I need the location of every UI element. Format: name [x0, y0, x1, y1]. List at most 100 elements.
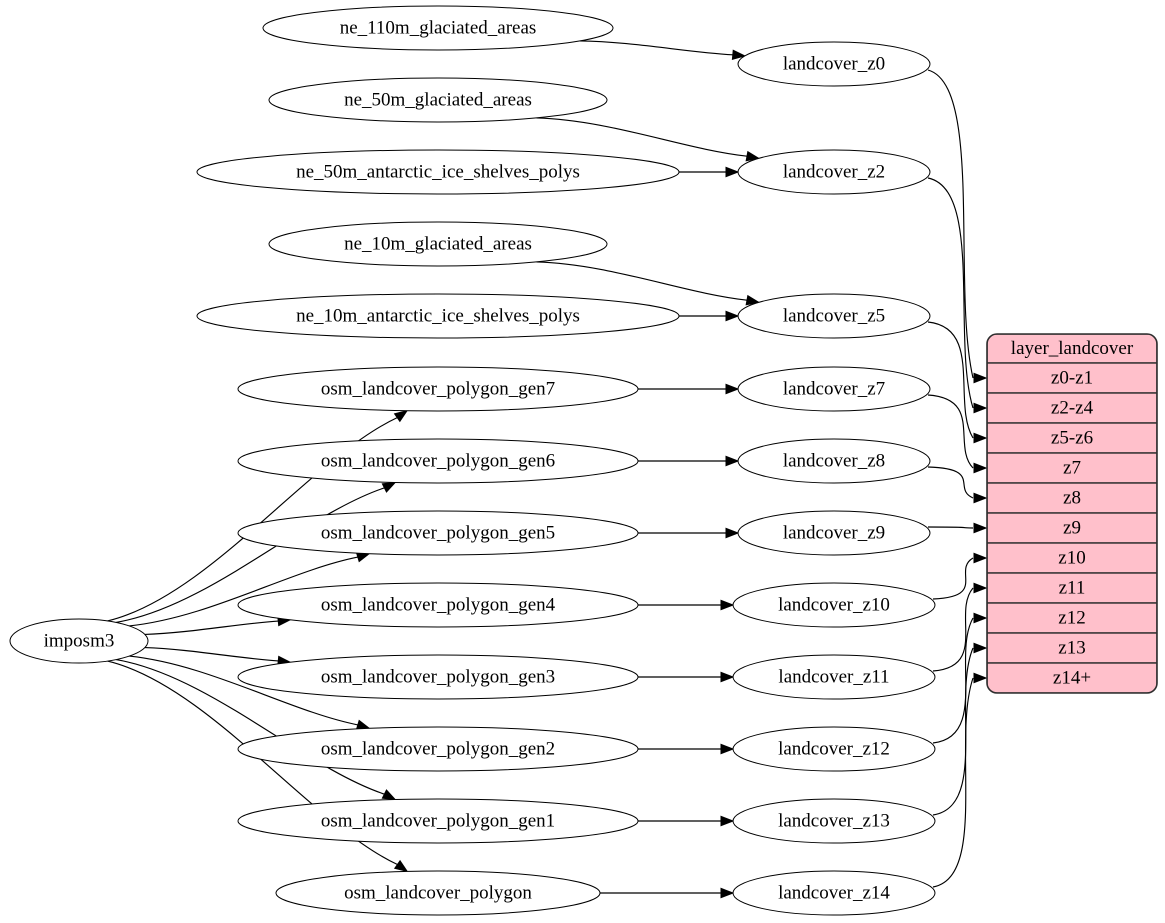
- table-row-label-z2-z4: z2-z4: [1051, 397, 1094, 418]
- edge-arrowhead: [381, 789, 397, 801]
- edge-arrowhead: [731, 49, 747, 61]
- node-label: landcover_z11: [778, 666, 889, 687]
- edge-arrowhead: [973, 432, 988, 444]
- edge-arrowhead: [720, 599, 735, 611]
- edge-arrowhead: [745, 150, 761, 162]
- edge-landcover_z7-to-table: [927, 394, 974, 469]
- edge-arrowhead: [973, 522, 988, 534]
- node-label: ne_10m_glaciated_areas: [344, 233, 532, 254]
- node-ellipse: [732, 582, 936, 628]
- node-ellipse: [737, 366, 931, 412]
- table-row-label-z7: z7: [1063, 457, 1081, 478]
- node-landcover_z8[interactable]: landcover_z8: [737, 438, 931, 484]
- edge-landcover_z13-to-table: [932, 647, 974, 816]
- node-label: osm_landcover_polygon_gen4: [321, 594, 556, 615]
- node-label: landcover_z13: [778, 810, 890, 831]
- edge-landcover_z8-to-table: [927, 466, 974, 499]
- node-osm_landcover_polygon_gen2[interactable]: osm_landcover_polygon_gen2: [237, 726, 639, 772]
- edge-landcover_z10-to-table: [932, 557, 974, 600]
- edge-landcover_z2-to-table: [927, 177, 974, 409]
- table-layer: layer_landcoverz0-z1z2-z4z5-z6z7z8z9z10z…: [986, 333, 1158, 694]
- edge-arrowhead: [745, 294, 761, 306]
- node-ellipse: [237, 510, 639, 556]
- node-ne_50m_antarctic_ice_shelves_polys[interactable]: ne_50m_antarctic_ice_shelves_polys: [196, 149, 680, 195]
- table-row-z8[interactable]: [987, 482, 1157, 514]
- edge-arrowhead: [725, 310, 740, 322]
- node-label: landcover_z10: [778, 594, 890, 615]
- node-label: osm_landcover_polygon_gen5: [321, 522, 555, 543]
- node-ellipse: [262, 5, 614, 51]
- table-row-z14+[interactable]: [987, 662, 1157, 693]
- edge-imposm3-osm_landcover_polygon_gen3: [144, 647, 279, 662]
- node-ne_110m_glaciated_areas[interactable]: ne_110m_glaciated_areas: [262, 5, 614, 51]
- node-label: osm_landcover_polygon_gen6: [321, 450, 555, 471]
- node-label: landcover_z9: [783, 522, 885, 543]
- edge-arrowhead: [393, 409, 409, 423]
- edge-arrowhead: [720, 743, 735, 755]
- table-row-z5-z6[interactable]: [987, 422, 1157, 454]
- edge-ne_110m_glaciated_areas-landcover_z0: [579, 40, 733, 56]
- table-row-label-z9: z9: [1063, 517, 1081, 538]
- node-label: landcover_z2: [783, 161, 885, 182]
- edges-layer: [107, 40, 988, 899]
- table-layer-landcover[interactable]: layer_landcoverz0-z1z2-z4z5-z6z7z8z9z10z…: [986, 333, 1158, 694]
- node-landcover_z10[interactable]: landcover_z10: [732, 582, 936, 628]
- node-label: ne_10m_antarctic_ice_shelves_polys: [296, 305, 580, 326]
- node-label: osm_landcover_polygon_gen1: [321, 810, 555, 831]
- node-landcover_z2[interactable]: landcover_z2: [737, 149, 931, 195]
- table-row-label-z13: z13: [1058, 637, 1085, 658]
- node-landcover_z13[interactable]: landcover_z13: [732, 798, 936, 844]
- edge-arrowhead: [725, 527, 740, 539]
- node-osm_landcover_polygon_gen1[interactable]: osm_landcover_polygon_gen1: [237, 798, 639, 844]
- table-row-z12[interactable]: [987, 602, 1157, 634]
- table-row-label-z8: z8: [1063, 487, 1081, 508]
- node-osm_landcover_polygon_gen4[interactable]: osm_landcover_polygon_gen4: [237, 582, 639, 628]
- edge-arrowhead: [973, 672, 988, 684]
- node-ellipse: [732, 654, 936, 700]
- node-osm_landcover_polygon_gen3[interactable]: osm_landcover_polygon_gen3: [237, 654, 639, 700]
- node-osm_landcover_polygon_gen6[interactable]: osm_landcover_polygon_gen6: [237, 438, 639, 484]
- node-label: landcover_z14: [778, 882, 890, 903]
- node-landcover_z0[interactable]: landcover_z0: [737, 41, 931, 87]
- node-osm_landcover_polygon_gen7[interactable]: osm_landcover_polygon_gen7: [237, 366, 639, 412]
- node-label: landcover_z7: [783, 378, 885, 399]
- edge-imposm3-osm_landcover_polygon_gen4: [144, 620, 279, 635]
- edge-imposm3-osm_landcover_polygon_gen1: [115, 658, 385, 795]
- node-landcover_z9[interactable]: landcover_z9: [737, 510, 931, 556]
- node-landcover_z12[interactable]: landcover_z12: [732, 726, 936, 772]
- edge-landcover_z9-to-table: [927, 526, 974, 529]
- edge-arrowhead: [720, 815, 735, 827]
- edge-imposm3-osm_landcover_polygon_gen6: [115, 487, 385, 624]
- edge-landcover_z5-to-table: [927, 321, 974, 439]
- node-ne_10m_glaciated_areas[interactable]: ne_10m_glaciated_areas: [268, 221, 608, 267]
- table-row-z9[interactable]: [987, 512, 1157, 544]
- node-label: ne_50m_glaciated_areas: [344, 89, 532, 110]
- node-imposm3[interactable]: imposm3: [9, 618, 149, 664]
- node-landcover_z5[interactable]: landcover_z5: [737, 293, 931, 339]
- edge-imposm3-osm_landcover_polygon_gen2: [129, 655, 358, 726]
- node-osm_landcover_polygon[interactable]: osm_landcover_polygon: [275, 870, 601, 916]
- node-ne_50m_glaciated_areas[interactable]: ne_50m_glaciated_areas: [268, 77, 608, 123]
- table-row-z10[interactable]: [987, 542, 1157, 574]
- node-label: landcover_z12: [778, 738, 890, 759]
- table-row-label-z10: z10: [1058, 547, 1085, 568]
- edge-landcover_z11-to-table: [932, 587, 974, 672]
- node-ellipse: [732, 726, 936, 772]
- node-label: ne_110m_glaciated_areas: [340, 17, 537, 38]
- table-row-label-z11: z11: [1059, 577, 1086, 598]
- table-row-label-z5-z6: z5-z6: [1051, 427, 1093, 448]
- node-landcover_z14[interactable]: landcover_z14: [732, 870, 936, 916]
- node-ne_10m_antarctic_ice_shelves_polys[interactable]: ne_10m_antarctic_ice_shelves_polys: [196, 293, 680, 339]
- node-landcover_z7[interactable]: landcover_z7: [737, 366, 931, 412]
- edge-ne_10m_glaciated_areas-landcover_z5: [536, 261, 748, 301]
- edge-arrowhead: [973, 552, 988, 564]
- node-osm_landcover_polygon_gen5[interactable]: osm_landcover_polygon_gen5: [237, 510, 639, 556]
- node-label: landcover_z8: [783, 450, 885, 471]
- node-landcover_z11[interactable]: landcover_z11: [732, 654, 936, 700]
- node-ellipse: [268, 221, 608, 267]
- edge-landcover_z0-to-table: [927, 69, 974, 379]
- nodes-layer: imposm3 ne_110m_glaciated_areas ne_50m_gla…: [9, 5, 936, 916]
- node-ellipse: [237, 582, 639, 628]
